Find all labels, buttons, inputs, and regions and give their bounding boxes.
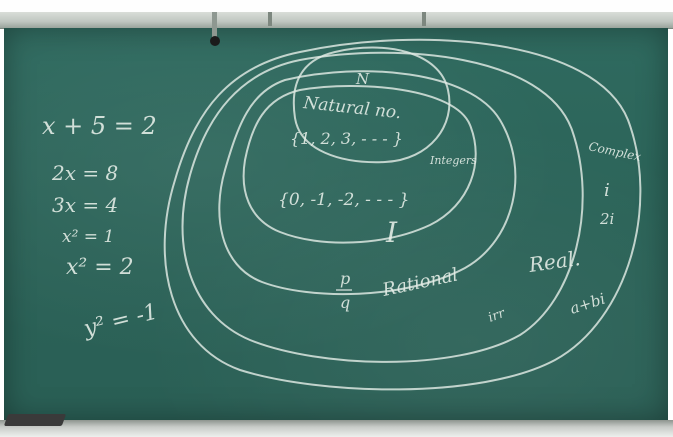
real-set-outline: [181, 51, 584, 363]
complex-example-abi: a+bi: [568, 290, 608, 318]
natural-set-outline: [292, 46, 451, 164]
natural-label: Natural no.: [301, 93, 402, 123]
complex-set-outline: [163, 38, 642, 391]
integer-symbol: I: [385, 216, 398, 249]
integer-set-outline: [242, 85, 477, 244]
complex-example-2i: 2i: [599, 210, 615, 228]
top-frame: [0, 0, 673, 12]
complex-example-i: i: [604, 180, 610, 201]
equation-6: y² = -1: [80, 299, 160, 342]
rational-set-outline: [218, 70, 517, 296]
rail-hook: [422, 12, 426, 26]
clip-knob: [210, 36, 220, 46]
chalk-tray: [0, 420, 673, 437]
real-label: Real.: [526, 246, 581, 277]
rail-hook: [268, 12, 272, 26]
equation-3: 3x = 4: [52, 193, 118, 217]
integer-label: Integers: [429, 154, 477, 167]
equation-2: 2x = 8: [51, 161, 118, 185]
natural-elements: {1, 2, 3, - - - }: [290, 129, 403, 148]
equation-1: x + 5 = 2: [42, 112, 157, 140]
clip-rod: [212, 12, 217, 38]
rational-fraction-top: p: [340, 269, 350, 288]
rational-label: Rational: [380, 264, 461, 301]
integer-elements: {0, -1, -2, - - - }: [278, 190, 409, 210]
rational-fraction-bottom: q: [340, 293, 350, 312]
equation-5: x² = 2: [66, 255, 134, 280]
chalkboard: [4, 28, 668, 420]
natural-symbol: N: [355, 70, 370, 88]
irrational-mark: irr: [486, 306, 507, 326]
equation-4: x² = 1: [62, 227, 114, 247]
